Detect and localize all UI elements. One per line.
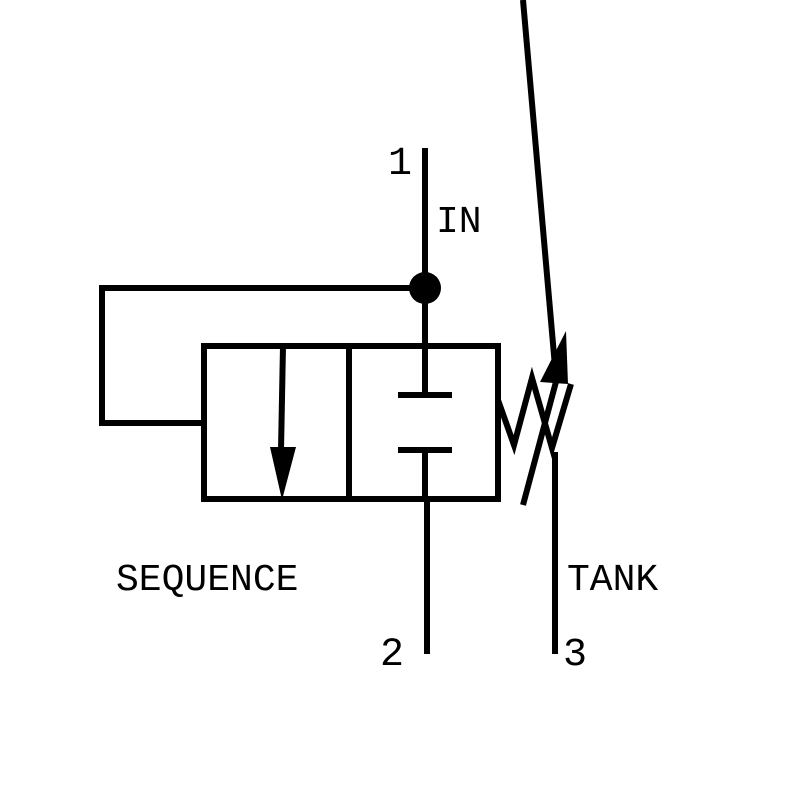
spring-icon — [495, 366, 574, 459]
flow-arrow-shaft — [278, 345, 286, 451]
port3-name: TANK — [567, 559, 658, 602]
port3-number: 3 — [563, 633, 587, 678]
flow-arrow-head — [270, 447, 296, 500]
port2-number: 2 — [380, 633, 404, 678]
valve-name: SEQUENCE — [116, 559, 298, 602]
adjustment-arrow-head — [540, 331, 568, 384]
adjustment-diagonal — [520, 377, 560, 506]
pilot-line — [99, 285, 425, 426]
port1-number: 1 — [388, 142, 412, 187]
port1-name: IN — [436, 201, 482, 244]
adjustment-arrow-shaft — [520, 0, 559, 379]
junction-dot — [409, 272, 441, 304]
